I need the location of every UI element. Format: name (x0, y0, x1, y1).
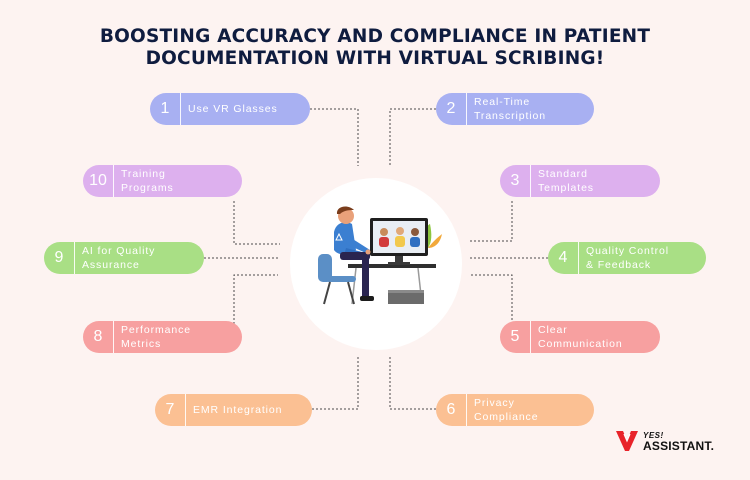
yes-assistant-logo: YES! ASSISTANT. (615, 429, 714, 453)
title-line-1: BOOSTING ACCURACY AND COMPLIANCE IN PATI… (99, 26, 651, 47)
step-label: EMR Integration (193, 404, 283, 416)
logo-yes-text: YES! (643, 431, 664, 440)
step-number: 2 (436, 93, 467, 125)
step-number: 9 (44, 242, 75, 274)
step-label: Quality Control& Feedback (586, 245, 669, 271)
title-line-2: DOCUMENTATION WITH VIRTUAL SCRIBING! (145, 48, 605, 69)
page-title: BOOSTING ACCURACY AND COMPLIANCE IN PATI… (0, 26, 750, 70)
logo-mark-icon (616, 431, 638, 451)
step-number: 1 (150, 93, 181, 125)
step-number: 10 (83, 165, 114, 197)
step-label: Use VR Glasses (188, 103, 278, 115)
logo-assistant-text: ASSISTANT. (643, 439, 715, 453)
step-number: 5 (500, 321, 531, 353)
step-number: 4 (548, 242, 579, 274)
step-1-use-vr-glasses: 1 Use VR Glasses (150, 93, 310, 125)
step-4-quality-control-feedback: 4 Quality Control& Feedback (548, 242, 706, 274)
scribe-at-computer-illustration (318, 206, 442, 305)
step-7-emr-integration: 7 EMR Integration (155, 394, 312, 426)
step-number: 6 (436, 394, 467, 426)
step-number: 3 (500, 165, 531, 197)
step-number: 7 (155, 394, 186, 426)
step-number: 8 (83, 321, 114, 353)
